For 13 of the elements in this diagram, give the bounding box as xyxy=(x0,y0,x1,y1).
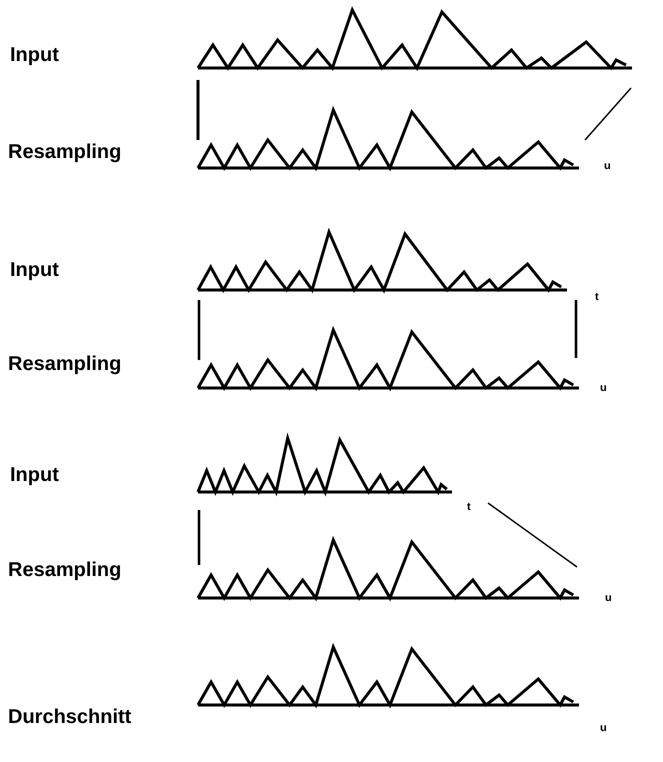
axis-letter: u xyxy=(604,160,611,172)
row-label: Resampling xyxy=(8,141,122,163)
axis-letter: t xyxy=(595,291,599,303)
row-label: Resampling xyxy=(8,559,122,581)
axis-letter: t xyxy=(467,501,471,513)
row-label: Input xyxy=(10,259,59,281)
row-label: Input xyxy=(10,44,59,66)
row-label: Durchschnitt xyxy=(8,706,132,728)
axis-letter: u xyxy=(600,382,607,394)
axis-letter: u xyxy=(605,592,612,604)
axis-letter: u xyxy=(600,722,607,734)
row-label: Resampling xyxy=(8,353,122,375)
row-label: Input xyxy=(10,464,59,486)
